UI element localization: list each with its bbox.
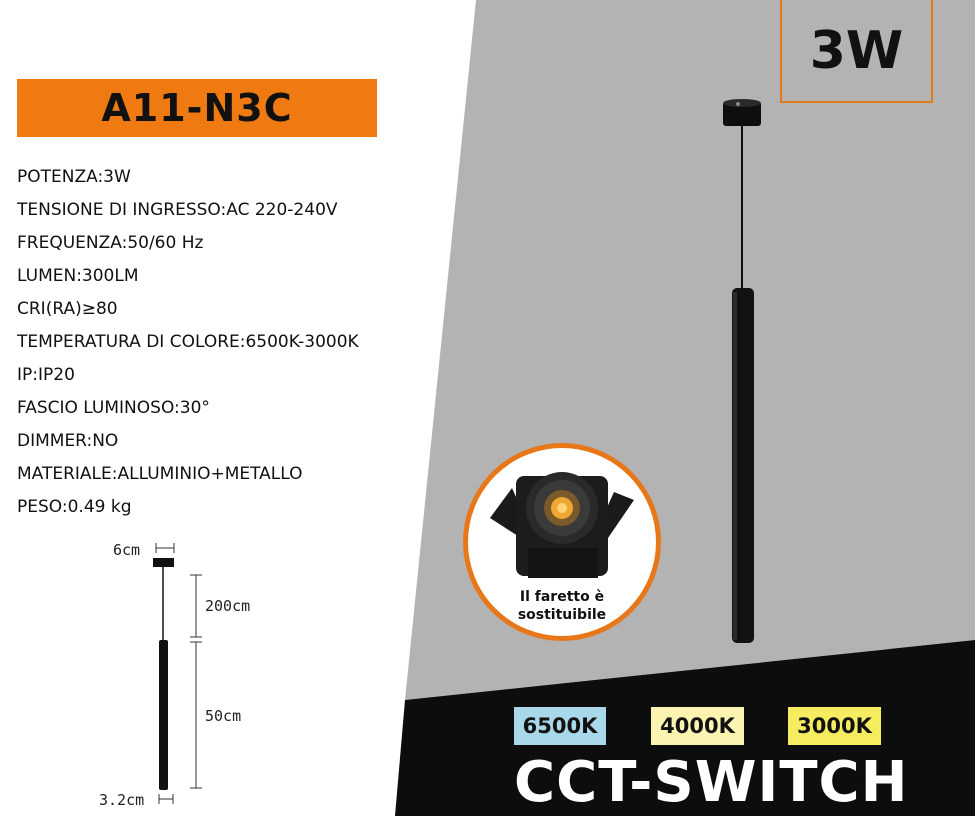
drawing-canopy [153, 558, 174, 567]
drawing-tube [159, 640, 168, 790]
dim-canopy-width: 6cm [113, 541, 141, 559]
power-badge: 3W [780, 0, 933, 103]
spec-lumen: LUMEN:300LM [17, 266, 139, 286]
color-temp-4000k: 4000K [651, 707, 744, 745]
cct-switch-label: CCT-SWITCH [514, 750, 909, 815]
spec-cri: CRI(RA)≥80 [17, 299, 118, 319]
spec-color-temperature: TEMPERATURA DI COLORE:6500K-3000K [17, 332, 359, 352]
diameter-marker [158, 794, 174, 804]
color-temp-6500k: 6500K [514, 707, 606, 745]
spotlight-caption-line1: Il faretto è [519, 589, 605, 605]
spec-material: MATERIALE:ALLUMINIO+METALLO [17, 464, 303, 484]
width-marker [155, 543, 175, 553]
dim-cable-length: 200cm [205, 597, 251, 615]
spotlight-caption-line2: sostituibile [517, 607, 607, 623]
spotlight-caption: Il faretto è sostituibile [468, 588, 656, 624]
color-temp-3000k: 3000K [788, 707, 881, 745]
spec-frequency: FREQUENZA:50/60 Hz [17, 233, 204, 253]
spec-power: POTENZA:3W [17, 167, 131, 187]
replaceable-spotlight-badge: Il faretto è sostituibile [463, 443, 661, 641]
spotlight-module-icon [490, 472, 634, 578]
spec-beam-angle: FASCIO LUMINOSO:30° [17, 398, 210, 418]
dim-tube-length: 50cm [205, 707, 242, 725]
spec-dimmer: DIMMER:NO [17, 431, 119, 451]
length-markers [190, 574, 202, 789]
spec-ip: IP:IP20 [17, 365, 75, 385]
model-banner: A11-N3C [17, 79, 377, 137]
dim-tube-diameter: 3.2cm [99, 791, 145, 809]
spec-list: POTENZA:3W TENSIONE DI INGRESSO:AC 220-2… [17, 163, 359, 526]
spec-weight: PESO:0.49 kg [17, 497, 132, 517]
spec-input-voltage: TENSIONE DI INGRESSO:AC 220-240V [17, 200, 338, 220]
